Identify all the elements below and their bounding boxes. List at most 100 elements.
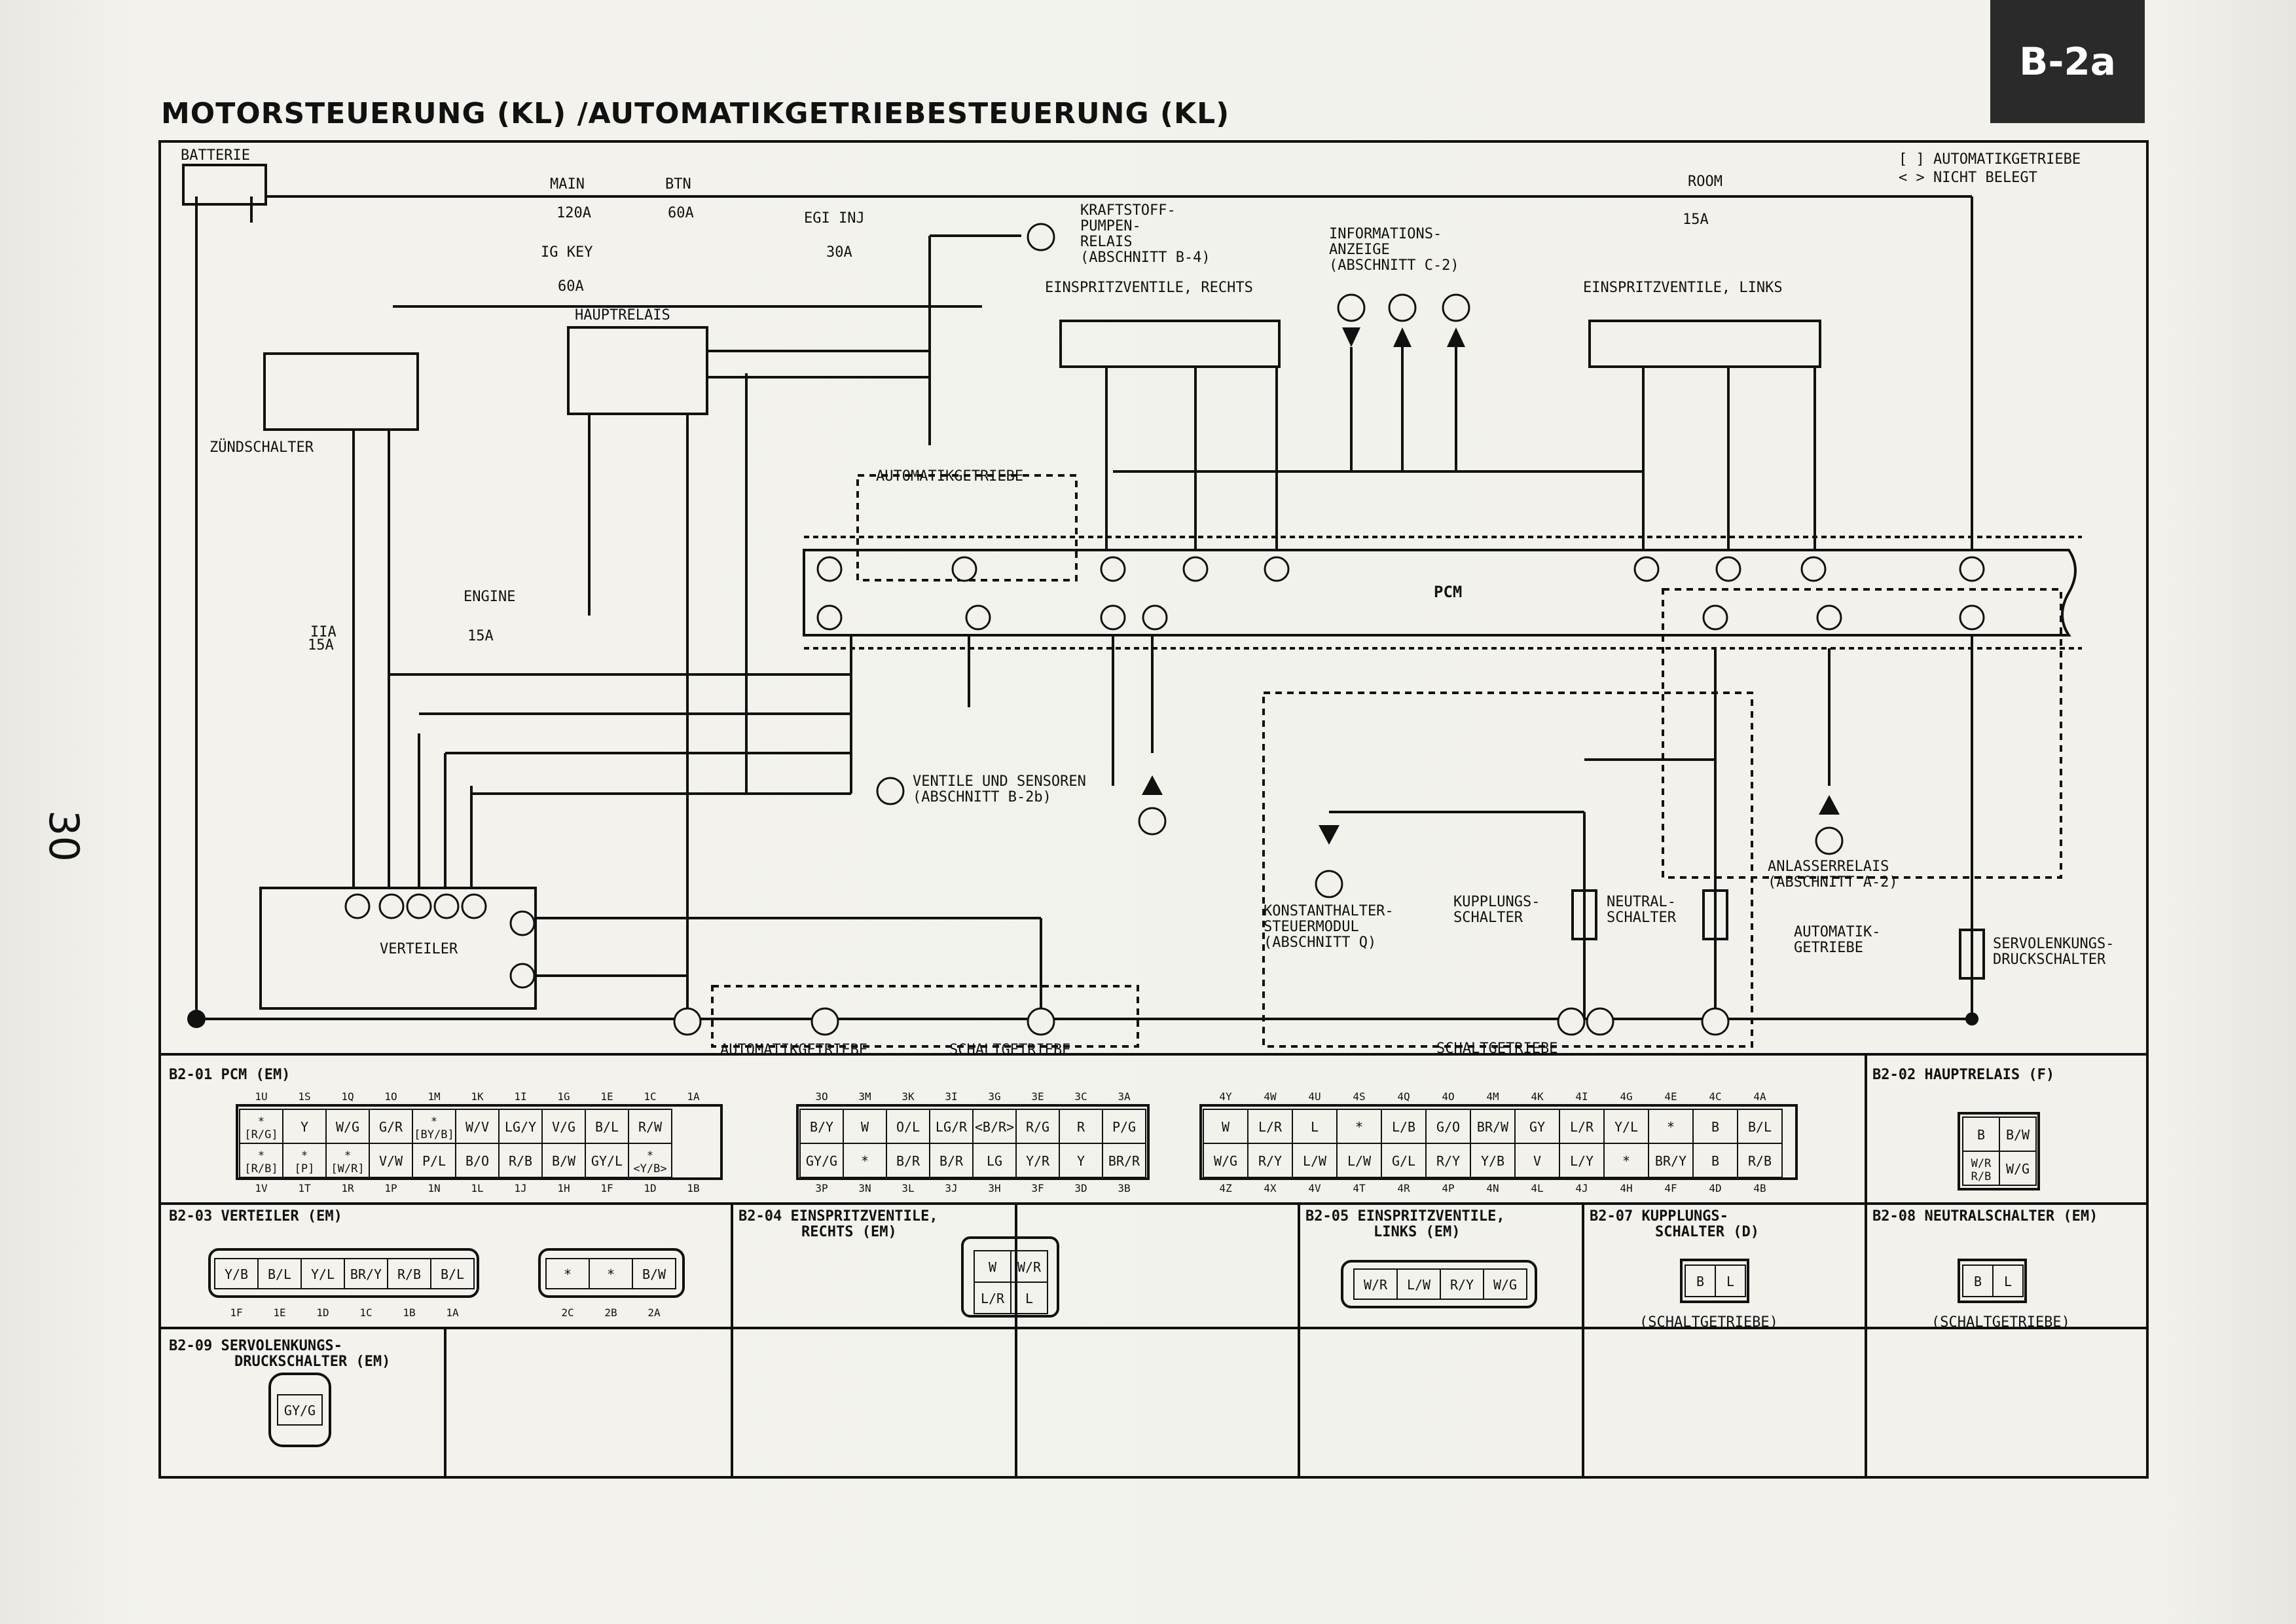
fuse-room-a: 15A bbox=[1683, 212, 1709, 228]
pcm-g1-pin-top: 1I bbox=[514, 1090, 526, 1103]
pcm-g3-row2-text: L/Y bbox=[1570, 1153, 1594, 1169]
pcm-g2-row2-text: * bbox=[861, 1153, 869, 1169]
pcm-g3-pin-top: 4S bbox=[1353, 1090, 1365, 1103]
info-display-3: (ABSCHNITT C-2) bbox=[1329, 257, 1459, 274]
pcm-g1-pin-top: 1C bbox=[644, 1090, 656, 1103]
pcm-g3-row2-text: L/W bbox=[1303, 1153, 1327, 1169]
pcm-g3-row2-text: BR/Y bbox=[1655, 1153, 1686, 1169]
pcm-g3-row2-text: R/Y bbox=[1258, 1153, 1282, 1169]
distributor-conn-text: B/L bbox=[268, 1266, 291, 1282]
pcm-g3-pin-bottom: 4D bbox=[1709, 1182, 1721, 1194]
battery-box bbox=[182, 164, 267, 206]
pcm-g2-pin-top: 3E bbox=[1031, 1090, 1044, 1103]
pcm-g1-pin-top: 1E bbox=[600, 1090, 613, 1103]
inj-left-conn-text: L/W bbox=[1407, 1277, 1431, 1293]
pcm-g1-row1-text: B/L bbox=[595, 1119, 619, 1135]
battery-label: BATTERIE bbox=[181, 147, 250, 164]
pcm-g3-pin-top: 4Y bbox=[1219, 1090, 1232, 1103]
pcm-g2-row1-text: <B/R> bbox=[975, 1119, 1014, 1135]
automatic-label-bottom: AUTOMATIKGETRIEBE bbox=[720, 1042, 867, 1058]
pcm-g2-pin-bottom: 3J bbox=[945, 1182, 957, 1194]
main-relay-conn-text: W/G bbox=[2006, 1161, 2030, 1177]
pcm-g1-pin-top: 1O bbox=[384, 1090, 397, 1103]
pcm-g3-row1-text: W bbox=[1222, 1119, 1230, 1135]
distributor-pin: 1D bbox=[316, 1306, 329, 1319]
clutch-conn-cell bbox=[1715, 1264, 1746, 1297]
schematic-frame bbox=[158, 140, 2149, 1056]
power-steering-conn-text: GY/G bbox=[284, 1403, 316, 1418]
distributor-conn-text: B/L bbox=[441, 1266, 464, 1282]
pcm-g1-row2-text: R/B bbox=[509, 1153, 532, 1169]
pcm-g2-row1-text: O/L bbox=[896, 1119, 920, 1135]
pcm-g3-pin-bottom: 4P bbox=[1442, 1182, 1454, 1194]
pcm-g2-row2-text: Y bbox=[1077, 1153, 1085, 1169]
pcm-g3-pin-bottom: 4Z bbox=[1219, 1182, 1232, 1194]
main-relay-conn-text: B bbox=[1977, 1127, 1985, 1143]
pcm-g2-pin-top: 3M bbox=[858, 1090, 871, 1103]
pcm-g3-pin-bottom: 4X bbox=[1264, 1182, 1277, 1194]
fuse-engine: ENGINE bbox=[464, 589, 515, 605]
pcm-g1-row2-text: * bbox=[258, 1149, 264, 1162]
fuse-egi: EGI INJ bbox=[804, 210, 865, 227]
main-relay-box bbox=[567, 326, 708, 415]
fuse-main-a: 120A bbox=[556, 205, 591, 221]
pcm-g1-pin-bottom: 1P bbox=[384, 1182, 397, 1194]
section-tab: B-2a bbox=[1990, 0, 2145, 123]
fuse-room: ROOM bbox=[1688, 174, 1722, 190]
table-b2-05-title-1: B2-05 EINSPRITZVENTILE, bbox=[1305, 1208, 1505, 1225]
fuel-pump-relay-3: RELAIS bbox=[1080, 234, 1132, 250]
pcm-g2-row1-text: P/G bbox=[1112, 1119, 1136, 1135]
fuse-engine-a: 15A bbox=[467, 628, 494, 644]
pcm-box bbox=[803, 549, 2077, 637]
table-b2-07-title-2: SCHALTER (D) bbox=[1655, 1224, 1759, 1240]
pcm-g1-row2-text: * bbox=[647, 1149, 653, 1162]
pcm-g3-row1-text: Y/L bbox=[1614, 1119, 1638, 1135]
pcm-g3-row2-text: B bbox=[1711, 1153, 1719, 1169]
fuel-pump-relay-4: (ABSCHNITT B-4) bbox=[1080, 249, 1211, 266]
pcm-g1-pin-top: 1Q bbox=[341, 1090, 354, 1103]
pcm-g1-pin-bottom: 1L bbox=[471, 1182, 483, 1194]
table-b2-09-title-1: B2-09 SERVOLENKUNGS- bbox=[169, 1338, 342, 1354]
pcm-g1-row2-text: [W/R] bbox=[331, 1162, 364, 1175]
fuse-iia: IIA bbox=[310, 624, 337, 640]
table-b2-08-title: B2-08 NEUTRALSCHALTER (EM) bbox=[1872, 1208, 2098, 1225]
table-b2-05-title-2: LINKS (EM) bbox=[1374, 1224, 1460, 1240]
clutch-conn-text: B bbox=[1696, 1274, 1704, 1289]
pcm-g3-pin-bottom: 4B bbox=[1753, 1182, 1766, 1194]
pcm-g3-pin-bottom: 4T bbox=[1353, 1182, 1366, 1194]
automatic-short-1: AUTOMATIK- bbox=[1794, 924, 1880, 940]
legend-line-2: < > NICHT BELEGT bbox=[1899, 170, 2037, 186]
pcm-g3-row2-text: R/Y bbox=[1436, 1153, 1460, 1169]
clutch-conn-text: L bbox=[1726, 1274, 1734, 1289]
distributor-conn-text: BR/Y bbox=[350, 1266, 382, 1282]
distributor-pin: 1A bbox=[446, 1306, 459, 1319]
pcm-g3-row1-text: GY bbox=[1529, 1119, 1545, 1135]
injectors-right-label: EINSPRITZVENTILE, RECHTS bbox=[1045, 280, 1253, 296]
pcm-g1-pin-bottom: 1R bbox=[341, 1182, 354, 1194]
power-steering-1: SERVOLENKUNGS- bbox=[1993, 936, 2114, 952]
pcm-g1-pin-bottom: 1J bbox=[514, 1182, 526, 1194]
distributor-pin: 1C bbox=[359, 1306, 372, 1319]
distributor-conn-text: R/B bbox=[397, 1266, 421, 1282]
pcm-g3-pin-bottom: 4F bbox=[1664, 1182, 1677, 1194]
pcm-g3-row1-text: G/O bbox=[1436, 1119, 1460, 1135]
manual-label-right: SCHALTGETRIEBE bbox=[1436, 1041, 1558, 1057]
pcm-g3-pin-bottom: 4L bbox=[1531, 1182, 1543, 1194]
table-b2-04-title-2: RECHTS (EM) bbox=[801, 1224, 897, 1240]
pcm-g3-pin-top: 4G bbox=[1620, 1090, 1632, 1103]
pcm-g1-row2-text: B/W bbox=[552, 1153, 576, 1169]
inj-left-conn-text: R/Y bbox=[1450, 1277, 1474, 1293]
pcm-g1-pin-top: 1M bbox=[428, 1090, 440, 1103]
table-b2-08-note: (SCHALTGETRIEBE) bbox=[1931, 1314, 2070, 1331]
pcm-g2-row2-text: B/R bbox=[939, 1153, 964, 1169]
pcm-g3-row2-text: L/W bbox=[1347, 1153, 1372, 1169]
main-relay-conn-cell bbox=[1999, 1151, 2037, 1186]
table-b2-07-note: (SCHALTGETRIEBE) bbox=[1639, 1314, 1778, 1331]
injectors-left-label: EINSPRITZVENTILE, LINKS bbox=[1583, 280, 1783, 296]
automatic-label-top: AUTOMATIKGETRIEBE bbox=[876, 468, 1023, 485]
pcm-g3-pin-top: 4O bbox=[1442, 1090, 1454, 1103]
pcm-g3-pin-top: 4M bbox=[1486, 1090, 1499, 1103]
clutch-switch-2: SCHALTER bbox=[1453, 910, 1523, 926]
